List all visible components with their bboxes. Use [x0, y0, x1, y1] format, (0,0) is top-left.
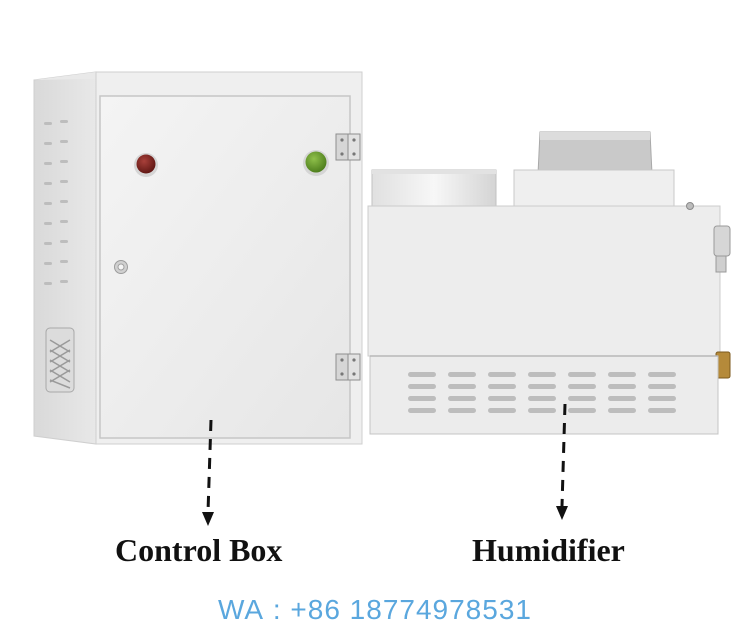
fan-grille — [45, 327, 75, 393]
top-hinge-icon — [335, 133, 361, 161]
front-vents — [408, 372, 676, 413]
door-lock-icon — [114, 260, 128, 274]
control-box-pointer-arrow — [202, 419, 214, 526]
control-box-label: Control Box — [115, 532, 283, 568]
control-box — [33, 71, 363, 445]
control-box-door — [99, 95, 351, 439]
humidifier-pointer-arrow — [556, 403, 568, 520]
green-indicator-light — [303, 150, 329, 176]
side-vents — [44, 120, 68, 285]
water-fitting-icon — [713, 225, 731, 257]
red-indicator-light — [134, 153, 158, 177]
contact-watermark: WA : +86 18774978531 — [218, 594, 532, 625]
humidifier-label: Humidifier — [472, 532, 625, 568]
bottom-hinge-icon — [335, 353, 361, 381]
humidifier — [367, 131, 731, 435]
